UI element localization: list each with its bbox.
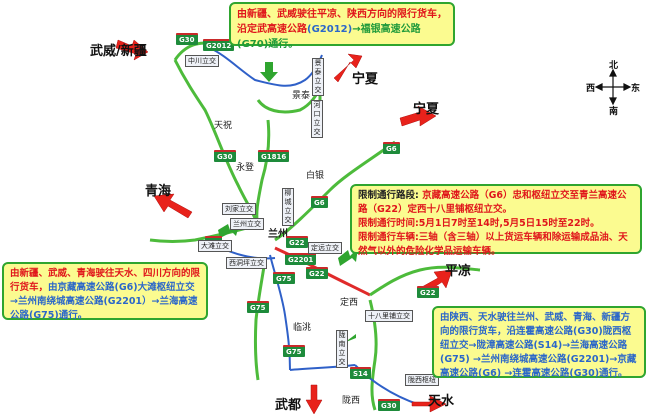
g75-green-route	[253, 259, 267, 381]
compass-west: 西	[586, 84, 596, 94]
notice-center: 限制通行路段: 京藏高速公路（G6）忠和枢纽立交至青兰高速公路（G22）定西十八…	[350, 184, 642, 257]
station-longxi: 陇西枢纽	[405, 374, 439, 386]
shield-g1816: G1816	[258, 150, 290, 162]
notice-center-line-2: 限制通行时间:5月1日7时至14时,5月5日15时至22时。	[358, 218, 600, 229]
station-bajiu: 定远立交	[308, 242, 342, 254]
town-jingtai: 景泰	[292, 91, 311, 101]
notice-top-line-2: →福银高速公路(G70)通行。	[237, 24, 421, 50]
notice-center-line-0: 限制通行路段:	[358, 190, 423, 201]
g1816-route	[255, 119, 271, 226]
town-yongdeng: 永登	[236, 163, 255, 173]
g22-east-route	[369, 265, 481, 297]
notice-center-line-3: 限制通行车辆:三轴（含三轴）以上货运车辆和除运输成品油、天然气以外的危险化学品运…	[358, 232, 628, 257]
compass-graphic	[594, 68, 632, 106]
shield-g2201: G2201	[285, 253, 317, 265]
shield-g75-a: G75	[273, 272, 295, 284]
station-hekou: 河口立交	[311, 100, 323, 138]
notice-left-line-0: 由新疆、武威、青海驶往天水、四川方向的限行货车，	[10, 268, 201, 293]
notice-right: 由陕西、天水驶往兰州、武威、青海、新疆方向的限行货车，沿连霍高速公路(G30)陇…	[432, 306, 646, 379]
station-zhongchuan: 中川立交	[185, 55, 219, 67]
city-wuwei: 武威/新疆	[90, 44, 147, 59]
shield-g22-b: G22	[306, 267, 328, 279]
station-shouyang: 兰州立交	[230, 218, 264, 230]
arrow-wuwei	[115, 39, 149, 61]
shield-g30-mid: G30	[214, 150, 236, 162]
notice-right-line-0: 由陕西、天水驶往兰州、武威、青海、新疆方向的限行货车，沿连霍高速公路(G30)陇…	[440, 312, 637, 379]
shield-g6: G6	[383, 142, 400, 154]
green-arrow-3	[338, 248, 358, 266]
station-yuanxin: 西洞坪立交	[226, 257, 267, 269]
town-lanzhou: 兰州	[268, 229, 288, 240]
city-ningxia-north: 宁夏	[352, 72, 379, 87]
shield-g2012-top: G2012	[203, 39, 235, 51]
arrow-ningxia-north	[333, 53, 363, 83]
town-lintao: 临洮	[293, 323, 312, 333]
shield-s14: S14	[350, 367, 371, 379]
town-longxi: 陇西	[342, 396, 361, 406]
compass-north: 北	[609, 61, 619, 71]
station-huining: 陇南立交	[336, 330, 348, 368]
arrow-tianshui	[411, 395, 447, 413]
arrow-qinghai	[153, 193, 193, 219]
compass-south: 南	[609, 107, 619, 117]
town-tianzhu: 天祝	[214, 121, 233, 131]
shield-g22-a: G22	[286, 236, 308, 248]
compass-east: 东	[631, 84, 641, 94]
s14-route	[289, 364, 356, 371]
city-tianshui: 天水	[428, 394, 455, 409]
station-jingzhe: 景泰立交	[312, 58, 324, 96]
g30-route-north	[173, 59, 260, 226]
city-qinghai: 青海	[145, 184, 172, 199]
notice-center-line-1: 京藏高速公路（G6）忠和枢纽立交至青兰高速公路（G22）定西十八里铺枢纽立交。	[358, 190, 627, 215]
notice-top: 由新疆、武威驶往平凉、陕西方向的限行货车，沿定武高速公路(G2012)→福银高速…	[229, 2, 455, 50]
g6-east-route	[274, 140, 396, 242]
station-xiguoyuan: 十八里铺立交	[365, 310, 413, 322]
station-xinjiao: 刘家立交	[222, 203, 256, 215]
shield-g30-top: G30	[176, 33, 198, 45]
town-baiyin: 白银	[306, 171, 325, 181]
shield-g30-bottom: G30	[378, 399, 400, 411]
arrow-ningxia-east	[399, 105, 437, 127]
shield-g75-b: G75	[247, 301, 269, 313]
green-arrow-1	[260, 62, 278, 82]
shield-g75-c: G75	[283, 345, 305, 357]
notice-top-line-0: 由新疆、武威驶往平凉、陕西方向的限行货车，沿定武高速公路	[237, 9, 447, 35]
city-ningxia-east: 宁夏	[413, 102, 440, 117]
notice-top-line-1: (G2012)	[307, 24, 353, 35]
station-baiqing: 柳城立交	[282, 188, 294, 226]
town-dingxi: 定西	[340, 298, 359, 308]
shield-g6-b: G6	[311, 196, 328, 208]
notice-left-line-1: 由京藏高速公路(G6)大滩枢纽立交→兰州南绕城高速公路(G2201）→兰海高速公…	[10, 282, 198, 321]
station-dashan: 大滩立交	[198, 240, 232, 252]
green-arrow-2	[218, 222, 240, 238]
city-wudu: 武都	[275, 398, 302, 413]
notice-left: 由新疆、武威、青海驶往天水、四川方向的限行货车，由京藏高速公路(G6)大滩枢纽立…	[2, 262, 208, 321]
city-pingliang: 平凉	[445, 264, 472, 279]
arrow-wudu	[305, 384, 323, 415]
shield-g22-c: G22	[417, 286, 439, 298]
